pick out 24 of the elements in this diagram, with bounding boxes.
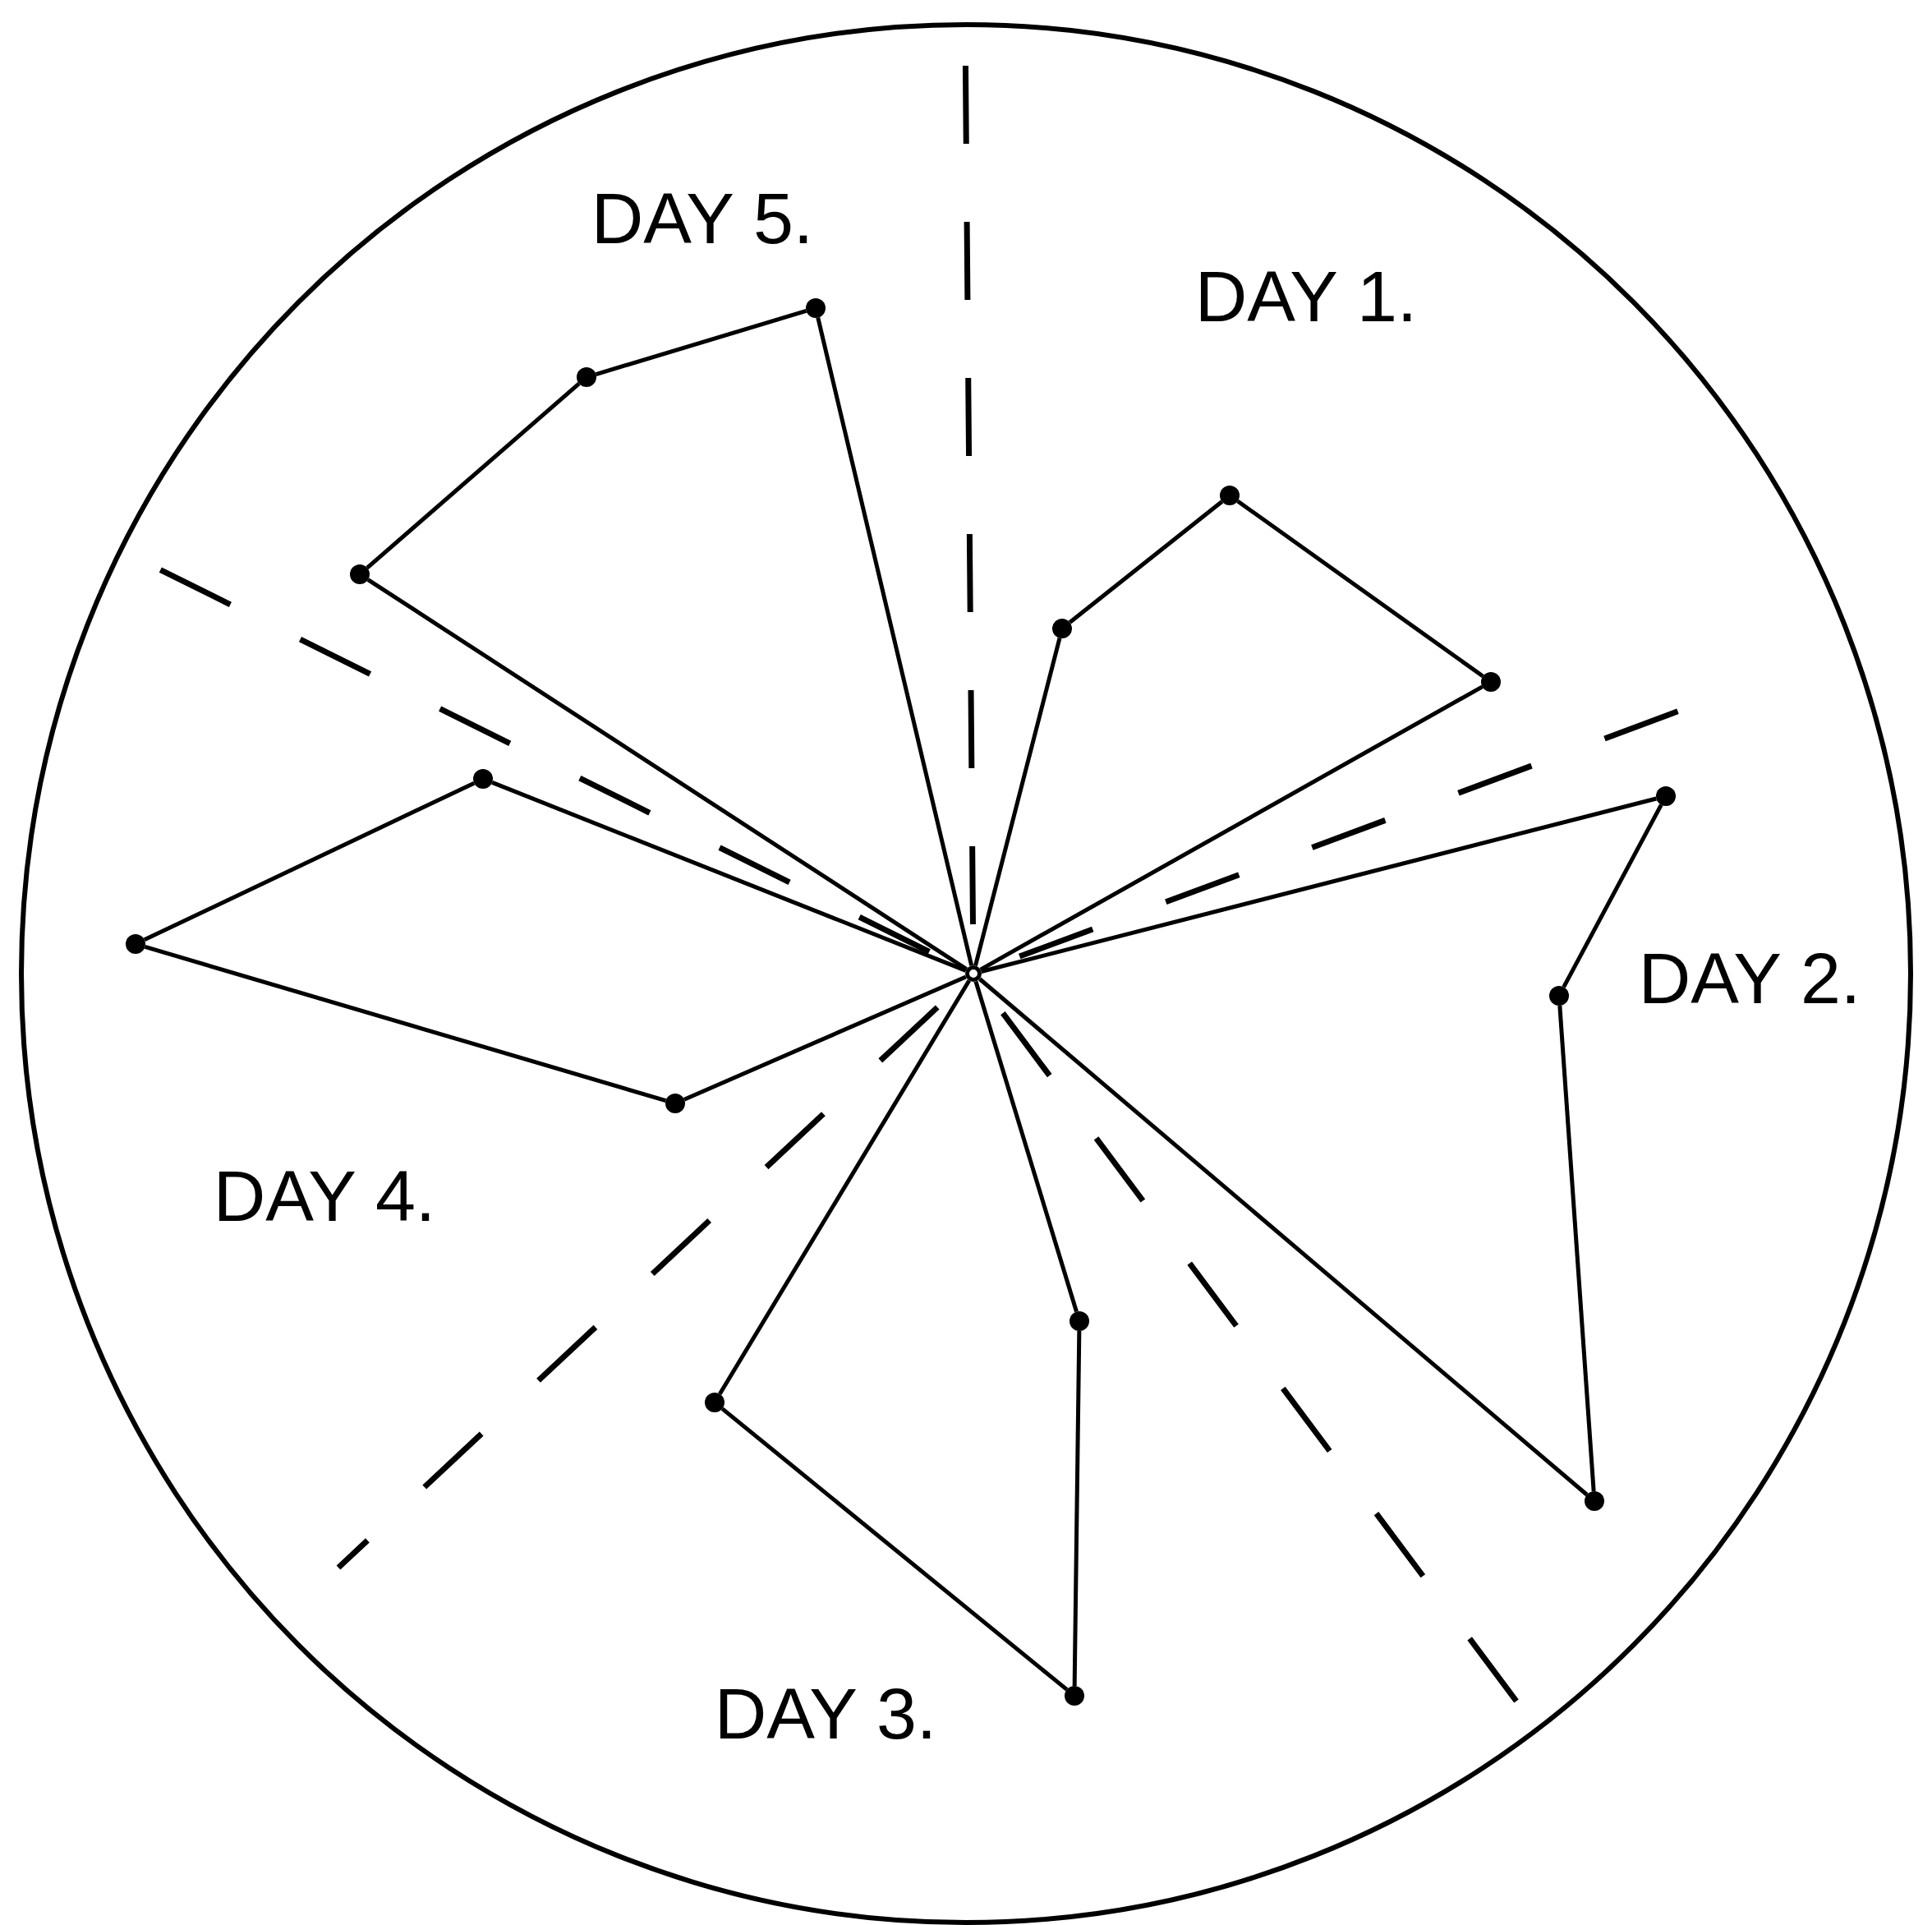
route-line: [143, 781, 476, 942]
route-line: [981, 796, 1657, 974]
route-line: [978, 977, 1589, 1497]
route-line: [1072, 1330, 1082, 1687]
route-line: [720, 1407, 1069, 1692]
route-line: [979, 684, 1484, 972]
route-line: [683, 974, 967, 1102]
route-line: [595, 309, 807, 376]
route-line: [816, 317, 974, 966]
route-line: [491, 781, 967, 973]
sector-label: DAY 5.: [590, 177, 815, 260]
route-line: [1236, 499, 1484, 679]
route-line: [973, 638, 1062, 966]
route-line: [1557, 1005, 1596, 1492]
sector-label: DAY 1.: [1194, 255, 1419, 338]
route-line: [144, 945, 667, 1103]
route-line: [718, 979, 971, 1396]
route-line: [1068, 500, 1224, 624]
route-line: [366, 382, 581, 569]
route-line: [973, 980, 1079, 1313]
sector-label: DAY 4.: [212, 1154, 437, 1238]
sector-label: DAY 2.: [1637, 937, 1862, 1020]
sector-label: DAY 3.: [713, 1672, 938, 1756]
route-line: [1562, 804, 1663, 988]
